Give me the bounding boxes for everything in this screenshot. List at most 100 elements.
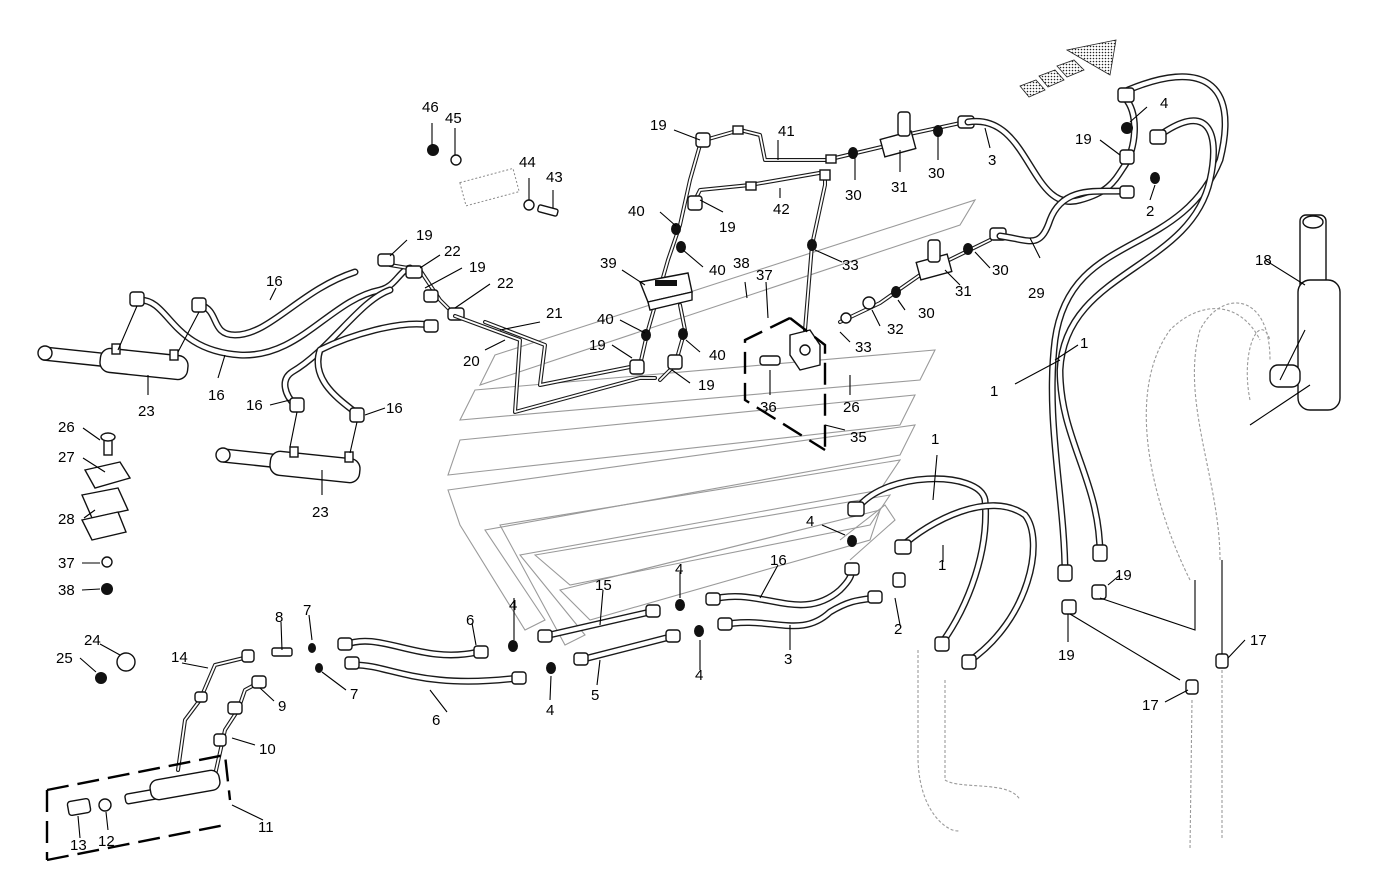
callout-4-b: 4 bbox=[509, 597, 517, 614]
callout-5: 5 bbox=[591, 687, 599, 704]
callout-29: 29 bbox=[1028, 285, 1045, 302]
callout-27: 27 bbox=[58, 449, 75, 466]
lower-hoses bbox=[341, 564, 879, 685]
callout-30-d: 30 bbox=[918, 305, 935, 322]
callout-12: 12 bbox=[98, 833, 115, 850]
callout-9: 9 bbox=[278, 698, 286, 715]
hydraulic-cylinder-18 bbox=[1249, 214, 1341, 426]
callout-22-a: 22 bbox=[444, 243, 461, 260]
callout-19-e: 19 bbox=[698, 377, 715, 394]
callout-19-c: 19 bbox=[1075, 131, 1092, 148]
callout-40-a: 40 bbox=[628, 203, 645, 220]
callout-30-a: 30 bbox=[845, 187, 862, 204]
callout-43: 43 bbox=[546, 169, 563, 186]
callout-26-a: 26 bbox=[843, 399, 860, 416]
callout-1-d: 1 bbox=[938, 557, 946, 574]
callout-4-e: 4 bbox=[695, 667, 703, 684]
callout-16-b: 16 bbox=[208, 387, 225, 404]
callout-4-f: 4 bbox=[806, 513, 814, 530]
callout-19-h: 19 bbox=[1115, 567, 1132, 584]
lower-fittings bbox=[271, 535, 883, 685]
callout-4-d: 4 bbox=[675, 561, 683, 578]
callout-21: 21 bbox=[546, 305, 563, 322]
callout-46: 46 bbox=[422, 99, 439, 116]
callout-4-a: 4 bbox=[1160, 95, 1168, 112]
callout-leader-lines bbox=[77, 106, 1306, 839]
callout-38-b: 38 bbox=[58, 582, 75, 599]
callout-labels: 46 45 44 43 19 41 42 19 30 31 30 3 4 19 … bbox=[56, 95, 1272, 854]
callout-16-e: 16 bbox=[770, 552, 787, 569]
callout-16-a: 16 bbox=[266, 273, 283, 290]
callout-6-a: 6 bbox=[466, 612, 474, 629]
callout-2-a: 2 bbox=[1146, 203, 1154, 220]
callout-15: 15 bbox=[595, 577, 612, 594]
callout-35: 35 bbox=[850, 429, 867, 446]
callout-31-b: 31 bbox=[955, 283, 972, 300]
callout-33-b: 33 bbox=[855, 339, 872, 356]
steering-cylinder-11 bbox=[45, 753, 232, 862]
callout-17-b: 17 bbox=[1142, 697, 1159, 714]
upper-fittings bbox=[629, 115, 1007, 375]
callout-6-b: 6 bbox=[432, 712, 440, 729]
callout-38-a: 38 bbox=[733, 255, 750, 272]
callout-17-a: 17 bbox=[1250, 632, 1267, 649]
callout-19-g: 19 bbox=[469, 259, 486, 276]
callout-1-b: 1 bbox=[990, 383, 998, 400]
callout-20: 20 bbox=[463, 353, 480, 370]
callout-18: 18 bbox=[1255, 252, 1272, 269]
callout-4-c: 4 bbox=[546, 702, 554, 719]
nut-24-25 bbox=[95, 652, 136, 684]
lower-right-hoses-1 bbox=[847, 475, 1037, 670]
small-block-44-assembly bbox=[427, 144, 559, 217]
callout-3-b: 3 bbox=[784, 651, 792, 668]
callout-45: 45 bbox=[445, 110, 462, 127]
long-hoses-1-3-29 bbox=[964, 73, 1229, 579]
callout-28: 28 bbox=[58, 511, 75, 528]
callout-32: 32 bbox=[887, 321, 904, 338]
callout-36: 36 bbox=[760, 399, 777, 416]
callout-30-c: 30 bbox=[992, 262, 1009, 279]
callout-40-d: 40 bbox=[709, 347, 726, 364]
callout-40-b: 40 bbox=[709, 262, 726, 279]
callout-19-f: 19 bbox=[416, 227, 433, 244]
callout-22-b: 22 bbox=[497, 275, 514, 292]
callout-16-d: 16 bbox=[386, 400, 403, 417]
callout-11: 11 bbox=[258, 819, 274, 836]
tractor-frame-outline bbox=[447, 199, 977, 646]
callout-24: 24 bbox=[84, 632, 101, 649]
callout-7-b: 7 bbox=[350, 686, 358, 703]
lower-left-pipes bbox=[176, 649, 267, 777]
brake-pipes-20-21 bbox=[453, 314, 657, 414]
callout-2-b: 2 bbox=[894, 621, 902, 638]
direction-arrow-icon bbox=[1019, 39, 1117, 98]
valve-31-upper bbox=[879, 111, 917, 158]
valve-block-36-assembly bbox=[743, 316, 827, 452]
callout-23-a: 23 bbox=[138, 403, 155, 420]
callout-19-a: 19 bbox=[650, 117, 667, 134]
callout-41: 41 bbox=[778, 123, 795, 140]
valve-31-lower bbox=[915, 239, 953, 281]
hose-fittings-left bbox=[117, 253, 465, 454]
callout-1-c: 1 bbox=[931, 431, 939, 448]
callout-14: 14 bbox=[171, 649, 188, 666]
callout-3-a: 3 bbox=[988, 152, 996, 169]
callout-25: 25 bbox=[56, 650, 73, 667]
callout-26-b: 26 bbox=[58, 419, 75, 436]
callout-7-a: 7 bbox=[303, 602, 311, 619]
callout-37-a: 37 bbox=[756, 267, 773, 284]
callout-19-b: 19 bbox=[719, 219, 736, 236]
lift-cylinder-upper bbox=[37, 343, 189, 381]
callout-40-c: 40 bbox=[597, 311, 614, 328]
callout-33-a: 33 bbox=[842, 257, 859, 274]
callout-8: 8 bbox=[275, 609, 283, 626]
lift-cylinder-lower bbox=[215, 446, 361, 484]
callout-13: 13 bbox=[70, 837, 87, 854]
callout-16-c: 16 bbox=[246, 397, 263, 414]
callout-19-i: 19 bbox=[1058, 647, 1075, 664]
valve-block-39 bbox=[639, 272, 693, 311]
callout-31-a: 31 bbox=[891, 179, 908, 196]
ghost-hoses-right bbox=[917, 302, 1271, 851]
right-fittings bbox=[1057, 87, 1229, 695]
callout-30-b: 30 bbox=[928, 165, 945, 182]
